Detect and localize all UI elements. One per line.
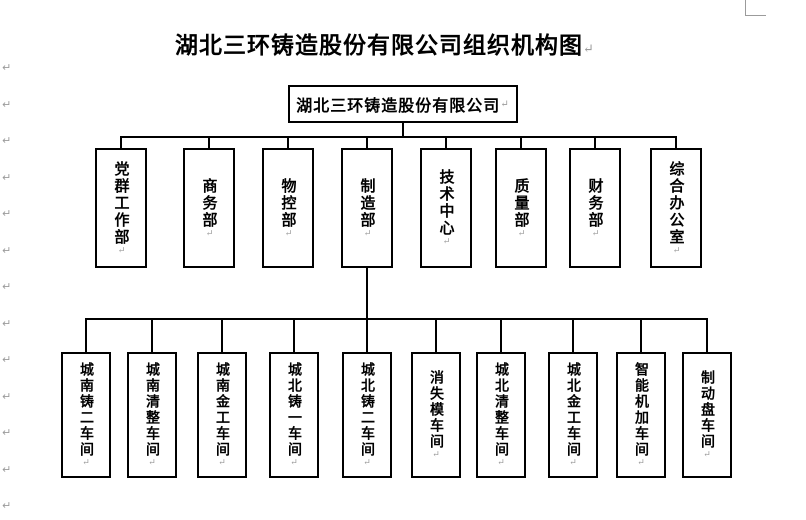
workshop-box-label: 智能机加车间↵	[633, 362, 649, 468]
left-margin-paragraph-mark: ↵	[2, 426, 12, 439]
paragraph-mark: ↵	[441, 237, 452, 247]
workshop-box-smart-machining: 智能机加车间↵	[616, 352, 666, 478]
left-margin-paragraph-mark: ↵	[2, 207, 12, 220]
connector-root-stem	[402, 123, 404, 136]
connector-stem-shop-8	[640, 320, 642, 352]
left-margin-paragraph-mark: ↵	[2, 390, 12, 403]
workshop-box-label: 城南铸二车间↵	[78, 362, 94, 468]
connector-stem-dept-2	[287, 138, 289, 148]
paragraph-mark: ↵	[204, 228, 215, 239]
left-margin-paragraph-mark: ↵	[2, 98, 12, 111]
workshop-box-label: 城南清整车间↵	[144, 362, 160, 468]
left-margin-paragraph-mark: ↵	[2, 463, 12, 476]
root-box: 湖北三环铸造股份有限公司↵	[288, 85, 518, 123]
dept-box-label: 综合办公室↵	[667, 160, 686, 256]
dept-box-technology-center: 技术中心↵	[420, 148, 472, 268]
paragraph-mark: ↵	[81, 458, 91, 468]
workshop-box-label: 消失模车间↵	[428, 370, 444, 460]
workshop-box-chengnan-machining: 城南金工车间↵	[197, 352, 247, 478]
connector-stem-shop-7	[572, 320, 574, 352]
connector-stem-shop-6	[500, 320, 502, 352]
dept-box-quality: 质量部↵	[495, 148, 547, 268]
dept-box-label: 党群工作部↵	[112, 160, 131, 256]
workshop-box-chengbei-casting-2: 城北铸二车间↵	[342, 352, 392, 478]
dept-box-label: 物控部↵	[279, 177, 298, 239]
paragraph-mark: ↵	[590, 228, 601, 239]
workshop-box-label: 城北铸一车间↵	[286, 362, 302, 468]
workshop-box-brake-disc: 制动盘车间↵	[682, 352, 732, 478]
connector-stem-dept-0	[120, 138, 122, 148]
paragraph-mark: ↵	[283, 228, 294, 239]
left-margin-paragraph-mark: ↵	[2, 317, 12, 330]
workshop-box-lost-foam: 消失模车间↵	[411, 352, 461, 478]
paragraph-mark: ↵	[568, 458, 578, 468]
dept-box-label: 商务部↵	[200, 177, 219, 239]
paragraph-mark: ↵	[500, 98, 510, 110]
connector-stem-dept-3	[366, 138, 368, 148]
paragraph-mark: ↵	[217, 458, 227, 468]
page-title: 湖北三环铸造股份有限公司组织机构图↵	[0, 26, 770, 60]
left-margin-paragraph-mark: ↵	[2, 280, 12, 293]
paragraph-mark: ↵	[636, 458, 646, 468]
dept-box-label: 技术中心↵	[437, 169, 456, 247]
paragraph-mark: ↵	[702, 450, 712, 460]
workshop-box-chengbei-machining: 城北金工车间↵	[548, 352, 598, 478]
workshop-box-chengbei-finishing: 城北清整车间↵	[476, 352, 526, 478]
connector-stem-shop-5	[435, 320, 437, 352]
connector-stem-dept-1	[208, 138, 210, 148]
page-title-text: 湖北三环铸造股份有限公司组织机构图	[175, 32, 584, 59]
workshop-box-label: 城南金工车间↵	[214, 362, 230, 468]
dept-box-general-office: 综合办公室↵	[650, 148, 702, 268]
paragraph-mark: ↵	[362, 228, 373, 239]
dept-box-finance: 财务部↵	[569, 148, 621, 268]
paragraph-mark: ↵	[496, 458, 506, 468]
connector-manufacturing-stem	[366, 268, 368, 318]
paragraph-mark: ↵	[116, 245, 127, 256]
left-margin-paragraph-mark: ↵	[2, 499, 12, 512]
workshop-box-chengbei-casting-1: 城北铸一车间↵	[269, 352, 319, 478]
connector-stem-shop-9	[706, 320, 708, 352]
paragraph-mark: ↵	[671, 245, 682, 256]
dept-box-manufacturing: 制造部↵	[341, 148, 393, 268]
connector-stem-shop-1	[151, 320, 153, 352]
workshop-box-label: 城北清整车间↵	[493, 362, 509, 468]
connector-stem-shop-0	[85, 320, 87, 352]
paragraph-mark: ↵	[362, 458, 372, 468]
dept-box-commerce: 商务部↵	[183, 148, 235, 268]
paragraph-mark: ↵	[516, 228, 527, 239]
dept-box-label: 制造部↵	[358, 177, 377, 239]
connector-stem-dept-5	[520, 138, 522, 148]
dept-box-party-mass-work: 党群工作部↵	[95, 148, 147, 268]
connector-level2-bus	[120, 136, 677, 138]
connector-stem-shop-3	[293, 320, 295, 352]
left-margin-paragraph-mark: ↵	[2, 244, 12, 257]
root-box-label: 湖北三环铸造股份有限公司	[296, 96, 501, 115]
left-margin-paragraph-mark: ↵	[2, 171, 12, 184]
connector-stem-dept-4	[445, 138, 447, 148]
left-margin-paragraph-mark: ↵	[2, 134, 12, 147]
workshop-box-chengnan-casting-2: 城南铸二车间↵	[61, 352, 111, 478]
paragraph-mark: ↵	[289, 458, 299, 468]
left-margin-paragraph-mark: ↵	[2, 353, 12, 366]
dept-box-material-control: 物控部↵	[262, 148, 314, 268]
workshop-box-chengnan-finishing: 城南清整车间↵	[127, 352, 177, 478]
paragraph-mark: ↵	[431, 450, 441, 460]
workshop-box-label: 城北金工车间↵	[565, 362, 581, 468]
workshop-box-label: 制动盘车间↵	[699, 370, 715, 460]
connector-stem-shop-2	[221, 320, 223, 352]
workshop-box-label: 城北铸二车间↵	[359, 362, 375, 468]
dept-box-label: 质量部↵	[512, 177, 531, 239]
connector-level3-bus	[85, 318, 708, 320]
paragraph-mark: ↵	[147, 458, 157, 468]
connector-stem-dept-7	[675, 138, 677, 148]
connector-stem-shop-4	[366, 320, 368, 352]
title-paragraph-mark: ↵	[583, 42, 595, 57]
connector-stem-dept-6	[594, 138, 596, 148]
left-margin-paragraph-mark: ↵	[2, 61, 12, 74]
dept-box-label: 财务部↵	[586, 177, 605, 239]
text-boundary-corner-mark	[745, 0, 766, 16]
